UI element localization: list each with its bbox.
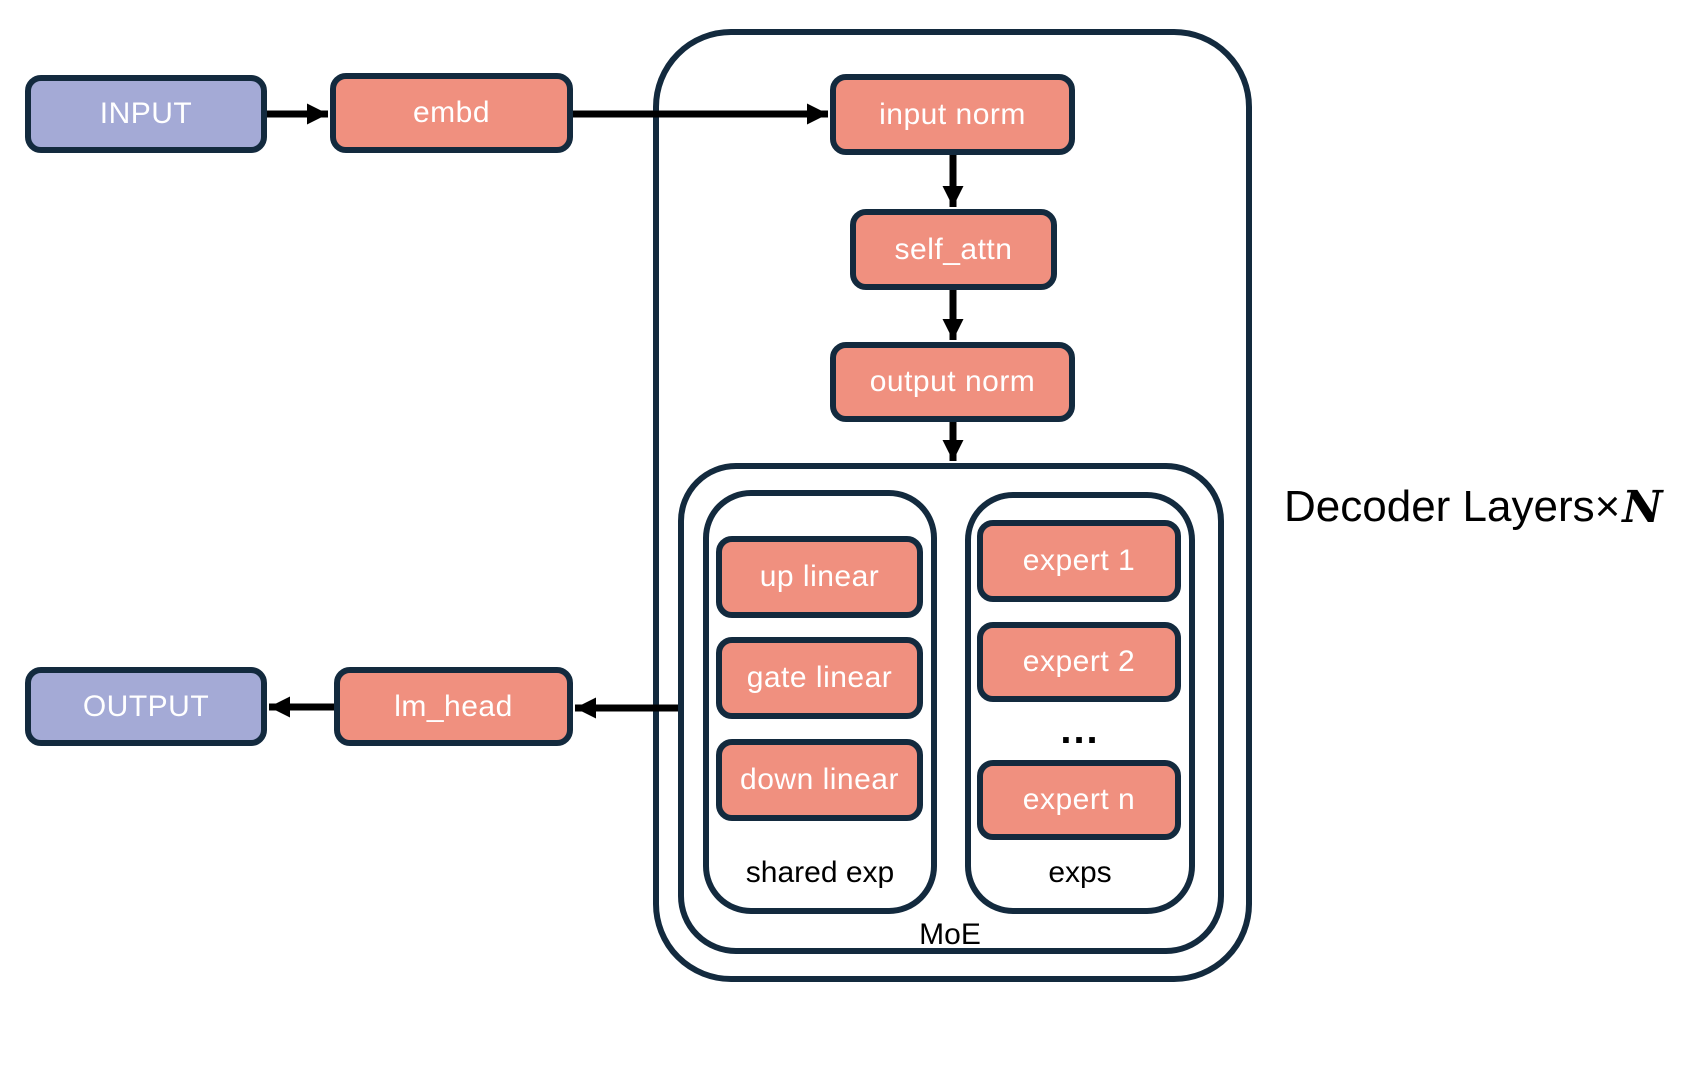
node-output: OUTPUT (25, 667, 267, 746)
node-input: INPUT (25, 75, 267, 153)
node-expert-1: expert 1 (977, 520, 1181, 602)
node-self-attn: self_attn (850, 209, 1057, 290)
exps-label: exps (1048, 856, 1112, 889)
node-gate-linear: gate linear (716, 637, 923, 719)
node-up-linear: up linear (716, 536, 923, 618)
node-expert-2: expert 2 (977, 622, 1181, 702)
node-input-norm: input norm (830, 74, 1075, 155)
experts-ellipsis: ... (1060, 708, 1100, 752)
node-output-norm: output norm (830, 342, 1075, 422)
moe-label: MoE (919, 918, 981, 951)
decoder-layers-text: Decoder Layers× (1284, 482, 1621, 531)
decoder-layers-n: N (1622, 481, 1663, 533)
node-expert-n: expert n (977, 760, 1181, 840)
node-embd: embd (330, 73, 573, 153)
shared-exp-label: shared exp (745, 856, 895, 889)
node-down-linear: down linear (716, 739, 923, 821)
node-lm-head: lm_head (334, 667, 573, 746)
decoder-layers-label: Decoder Layers×N (1284, 481, 1663, 533)
